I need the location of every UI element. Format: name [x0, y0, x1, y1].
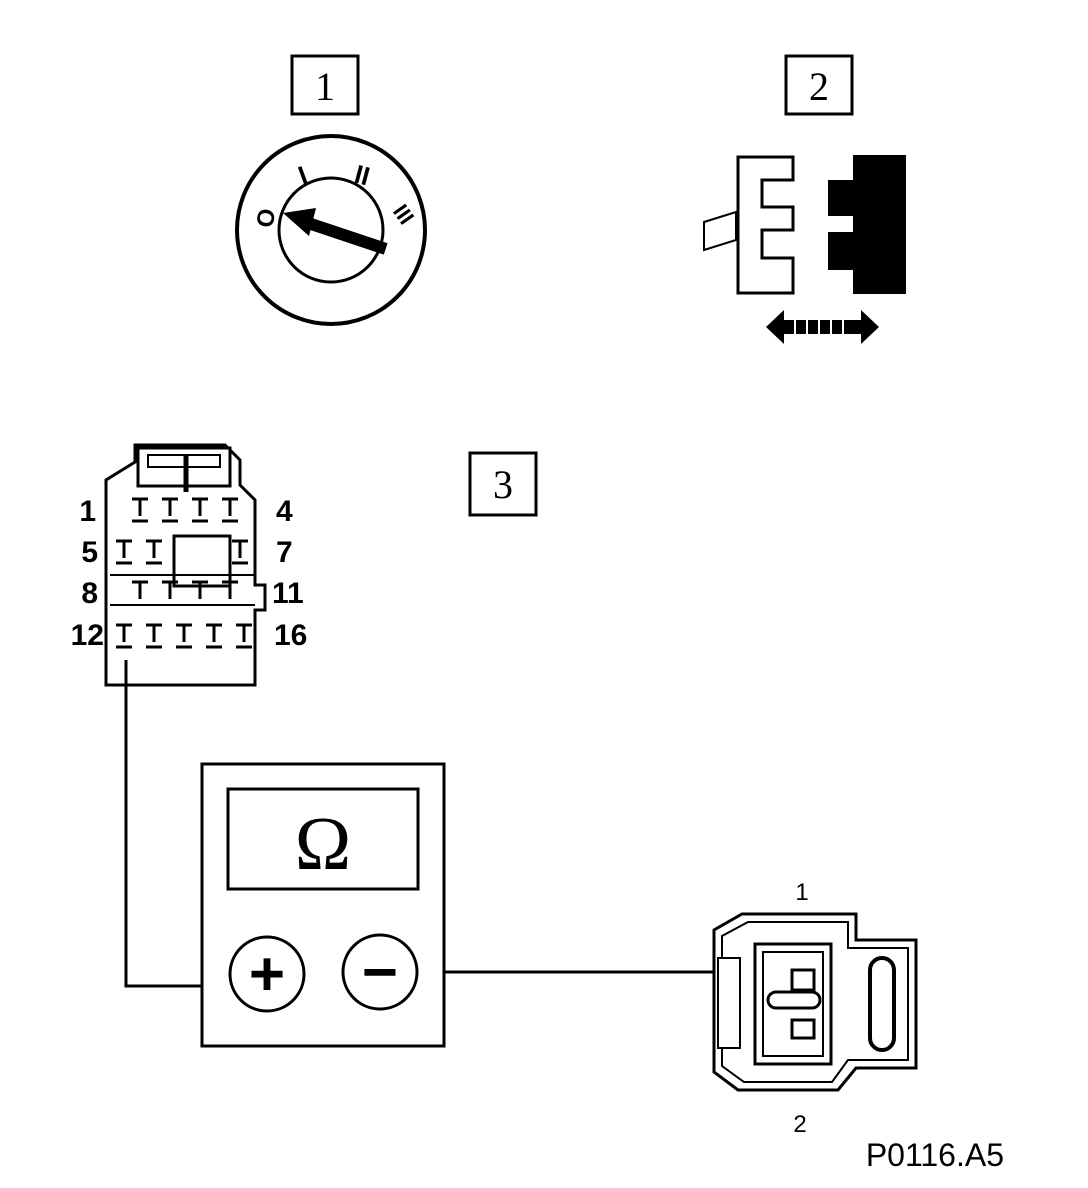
step-3-label: 3 [493, 462, 513, 507]
negative-terminal: − [341, 933, 419, 1011]
positive-lead-wire [124, 660, 232, 988]
reference-code: P0116.A5 [866, 1137, 1004, 1173]
pin-label-4: 4 [276, 495, 293, 528]
plus-icon: + [249, 940, 285, 1009]
terminal-row-1 [132, 497, 238, 523]
pin-label-5: 5 [81, 536, 98, 569]
ohmmeter-display [226, 787, 420, 891]
positive-terminal: + [228, 935, 306, 1013]
connector-2-pin: 1 2 [712, 879, 918, 1138]
pin-label-1: 1 [79, 495, 96, 528]
terminal-row-2 [116, 539, 248, 565]
pin-label-12: 12 [71, 619, 104, 652]
step-2-box: 2 [784, 54, 854, 116]
terminal-row-4 [116, 623, 252, 649]
connector-pin-1-label: 1 [795, 879, 808, 906]
step-1-box: 1 [290, 54, 360, 116]
step-2-label: 2 [809, 64, 829, 109]
key-arrow-icon [283, 208, 388, 255]
pin-label-7: 7 [276, 536, 293, 569]
ohmmeter: Ω + − [200, 762, 446, 1048]
ohm-symbol: Ω [295, 802, 351, 886]
double-arrow-icon [766, 310, 879, 344]
step-3-box: 3 [468, 451, 538, 517]
ignition-position-0: O [252, 207, 282, 230]
terminal-row-3 [132, 580, 238, 599]
minus-icon: − [362, 938, 398, 1007]
pin-label-16: 16 [274, 619, 307, 652]
connector-pin-2-label: 2 [793, 1111, 806, 1138]
pin-label-11: 11 [272, 577, 304, 610]
step-1-label: 1 [315, 64, 335, 109]
ignition-switch: O I II III [235, 134, 427, 326]
connector-16-pin: 1 4 5 7 8 11 12 16 [71, 443, 307, 687]
connector-disconnect-icon [703, 155, 906, 344]
pin-label-8: 8 [81, 577, 98, 610]
